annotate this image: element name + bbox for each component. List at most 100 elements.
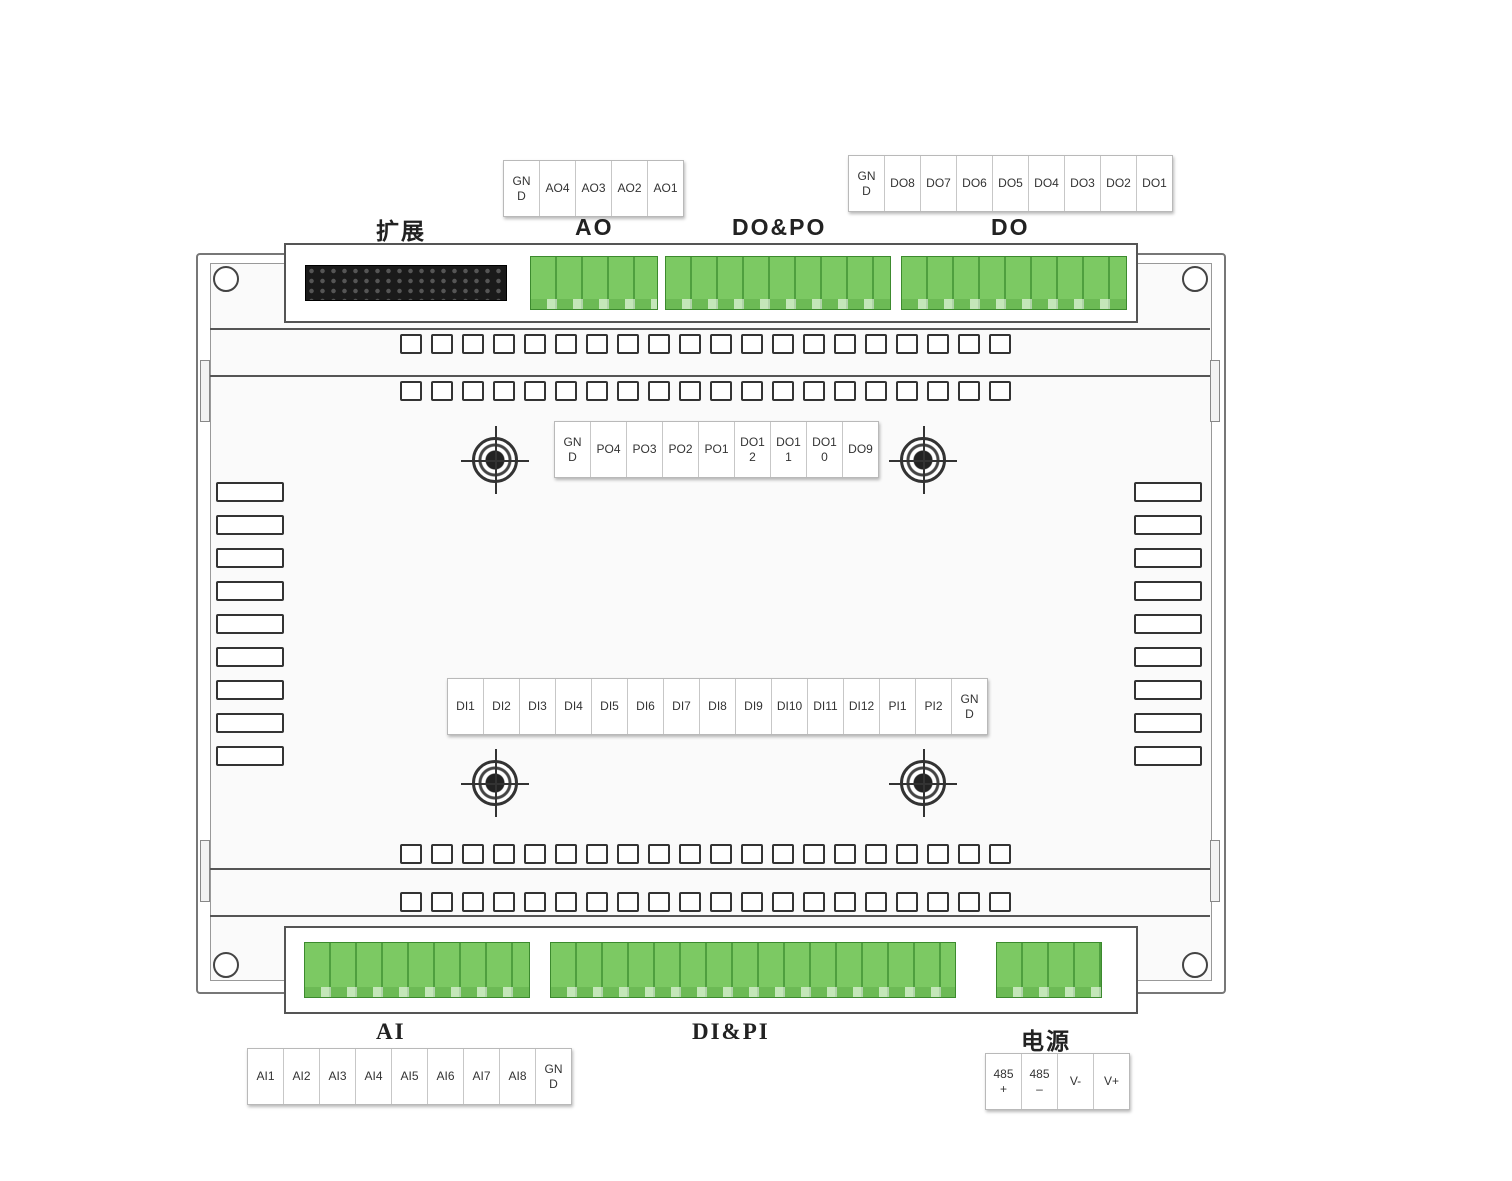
di-pi-terminal-block (550, 942, 956, 998)
cooling-fin (216, 746, 284, 766)
mounting-hole-icon (889, 749, 957, 817)
title-ai: AI (376, 1019, 406, 1044)
pin-label: DO1 0 (807, 422, 843, 477)
cooling-fin (216, 680, 284, 700)
cooling-fin (1134, 581, 1202, 601)
cooling-fin (216, 647, 284, 667)
pin-label: PI1 (880, 679, 916, 734)
band-line (210, 915, 1210, 917)
pin-label: 485 – (1022, 1054, 1058, 1109)
title-di-pi: DI&PI (692, 1019, 770, 1044)
pin-label: DI6 (628, 679, 664, 734)
right-ear (1210, 840, 1220, 902)
pin-label: DI7 (664, 679, 700, 734)
pin-label: PO3 (627, 422, 663, 477)
pin-label: PO2 (663, 422, 699, 477)
controller-inner-panel (210, 263, 1212, 981)
cooling-fin (1134, 647, 1202, 667)
pin-label: PO4 (591, 422, 627, 477)
pin-label: DO9 (848, 442, 873, 456)
pin-label: DI9 (736, 679, 772, 734)
cooling-fin (216, 713, 284, 733)
pin-label: DO7 (921, 156, 957, 211)
ao-terminal-block (530, 256, 658, 310)
pin-label: GN D (504, 161, 540, 216)
pin-label: DO1 1 (771, 422, 807, 477)
pin-label: V- (1058, 1054, 1094, 1109)
pin-label: DO5 (993, 156, 1029, 211)
power-terminal-block (996, 942, 1102, 998)
mounting-hole-icon (461, 426, 529, 494)
cooling-fin (216, 581, 284, 601)
band-line (210, 868, 1210, 870)
expansion-header-connector (305, 265, 507, 301)
left-ear (200, 840, 210, 902)
pin-label: DO1 (1142, 176, 1167, 190)
cooling-fin (1134, 680, 1202, 700)
pin-label: DI3 (520, 679, 556, 734)
cooling-fin (216, 614, 284, 634)
pin-label: 485 + (986, 1054, 1022, 1109)
corner-screw-icon (1182, 952, 1208, 978)
title-ao: AO (575, 214, 614, 240)
cooling-fin (1134, 548, 1202, 568)
pin-label: GN D (555, 422, 591, 477)
corner-screw-icon (213, 952, 239, 978)
cooling-fin (1134, 515, 1202, 535)
pin-label: PI2 (916, 679, 952, 734)
vent-row (400, 844, 1011, 864)
pin-label: DI5 (592, 679, 628, 734)
pin-label: DI11 (808, 679, 844, 734)
do-terminal-block (901, 256, 1127, 310)
pin-label: AI6 (428, 1049, 464, 1104)
ai-terminal-block (304, 942, 530, 998)
pin-label: AO4 (540, 161, 576, 216)
pin-label: AI8 (500, 1049, 536, 1104)
cooling-fin (1134, 713, 1202, 733)
pin-label: AI2 (284, 1049, 320, 1104)
title-expansion: 扩展 (376, 218, 426, 244)
corner-screw-icon (213, 266, 239, 292)
pin-label: AI4 (356, 1049, 392, 1104)
pin-label: DO3 (1065, 156, 1101, 211)
pin-label: DI8 (700, 679, 736, 734)
cooling-fin (216, 548, 284, 568)
mounting-hole-icon (461, 749, 529, 817)
do-po-terminal-block (665, 256, 891, 310)
pin-label: DO4 (1029, 156, 1065, 211)
cooling-fin (216, 515, 284, 535)
pin-label: PO1 (699, 422, 735, 477)
title-do-po: DO&PO (732, 214, 827, 240)
pin-label: DI4 (556, 679, 592, 734)
corner-screw-icon (1182, 266, 1208, 292)
mounting-hole-icon (889, 426, 957, 494)
right-ear (1210, 360, 1220, 422)
pin-label: GN D (544, 1061, 563, 1091)
pin-label: AO3 (576, 161, 612, 216)
cooling-fin (1134, 614, 1202, 634)
pin-label: AI3 (320, 1049, 356, 1104)
cooling-fin (1134, 746, 1202, 766)
pin-label: AI7 (464, 1049, 500, 1104)
pin-label: DO1 2 (735, 422, 771, 477)
pin-label: GN D (849, 156, 885, 211)
band-line (210, 328, 1210, 330)
vent-row (400, 334, 1011, 354)
pin-label: AO1 (653, 181, 678, 195)
pin-label: DO8 (885, 156, 921, 211)
pin-label: DO6 (957, 156, 993, 211)
pin-label: DO2 (1101, 156, 1137, 211)
pin-label: GN D (960, 691, 979, 721)
left-ear (200, 360, 210, 422)
title-do: DO (991, 214, 1030, 240)
pin-label: AO2 (612, 161, 648, 216)
pin-label: AI1 (248, 1049, 284, 1104)
pin-label: DI10 (772, 679, 808, 734)
pin-label: DI1 (448, 679, 484, 734)
pin-label: V+ (1103, 1074, 1119, 1088)
pin-label: DI2 (484, 679, 520, 734)
